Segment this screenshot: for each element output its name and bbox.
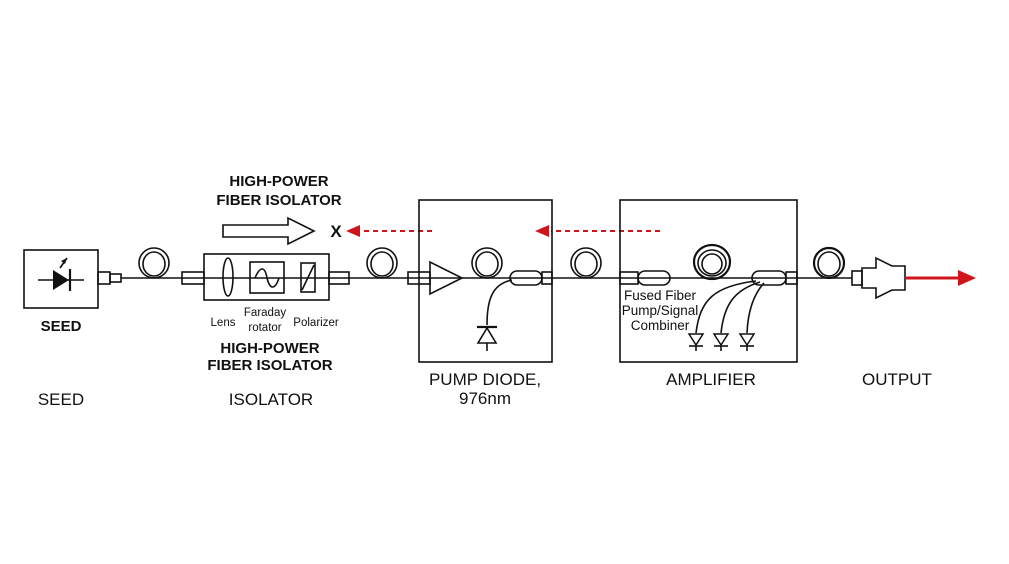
fiber-coil-icon: [570, 247, 602, 279]
isolator-sub-label-line2: FIBER ISOLATOR: [207, 357, 332, 374]
pump-output-connector: [541, 271, 553, 285]
pump-fiber-lead: [486, 279, 513, 326]
pump-diode-icon: [712, 333, 730, 351]
combiner-input-coupler: [637, 270, 671, 286]
stage-label-seed: SEED: [38, 390, 84, 409]
isolator-title-line2: FIBER ISOLATOR: [216, 192, 341, 209]
back-reflection-arrow-1: [346, 225, 432, 237]
pump-lead-2: [720, 281, 761, 334]
wave-icon: [254, 268, 280, 288]
stage-label-amplifier: AMPLIFIER: [666, 370, 756, 389]
lens-label: Lens: [211, 317, 236, 329]
pump-lead-1: [695, 280, 757, 334]
amplifier-box: [619, 199, 798, 363]
pump-diode-icon: [687, 333, 705, 351]
seed-box-label: SEED: [41, 318, 82, 335]
faraday-label-line2: rotator: [248, 322, 281, 334]
stage-label-pump-line1: PUMP DIODE,: [429, 370, 541, 389]
combiner-label-line3: Combiner: [631, 318, 690, 333]
stage-label-pump-line2: 976nm: [459, 389, 511, 408]
combiner-label-line2: Pump/Signal: [622, 303, 699, 318]
amplifier-output-connector: [785, 271, 798, 285]
polarizer-icon: [300, 262, 316, 293]
fiber-coil-icon: [138, 247, 170, 279]
fiber-coil-icon: [366, 247, 398, 279]
back-reflection-arrow-2: [535, 225, 660, 237]
output-fiber-coil-icon: [812, 246, 846, 280]
pump-lead-3: [746, 282, 765, 334]
lens-icon: [222, 257, 234, 297]
isolator-output-connector: [328, 271, 350, 285]
arrowhead-left-icon: [535, 225, 549, 237]
seed-diode-icon: [38, 257, 84, 291]
polarizer-label: Polarizer: [293, 317, 339, 329]
output-collimator-icon: [851, 256, 906, 300]
seed-connector-ferrule: [109, 273, 122, 283]
arrowhead-left-icon: [346, 225, 360, 237]
fiber-coil-icon: [471, 247, 503, 279]
amplifier-triangle-icon: [429, 260, 464, 296]
pump-diode-icon: [476, 325, 498, 351]
stage-label-isolator: ISOLATOR: [229, 390, 313, 409]
stage-label-output: OUTPUT: [862, 370, 932, 389]
faraday-label-line1: Faraday: [244, 307, 286, 319]
combiner-label-line1: Fused Fiber: [624, 288, 697, 303]
seed-connector: [97, 271, 111, 285]
gain-fiber-coil-icon: [692, 243, 732, 281]
forward-arrow-icon: [222, 216, 316, 246]
blocked-x-mark: X: [330, 222, 342, 241]
pump-diode-icon: [738, 333, 756, 351]
isolator-sub-label-line1: HIGH-POWER: [220, 340, 319, 357]
isolator-title-line1: HIGH-POWER: [229, 173, 328, 190]
arrowhead-right-icon: [958, 270, 976, 286]
faraday-rotator-box: [249, 261, 285, 294]
output-beam-arrow: [905, 270, 976, 286]
